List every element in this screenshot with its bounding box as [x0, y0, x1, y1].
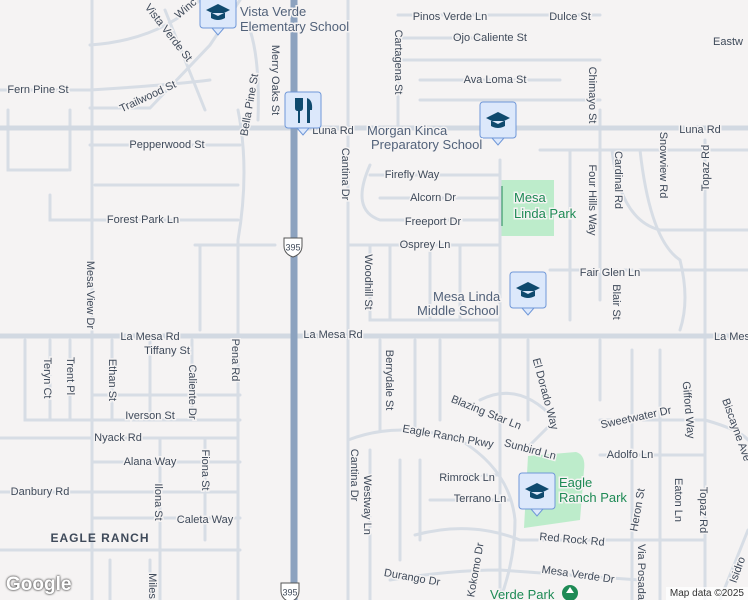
- street-label: Mesa Verde Dr: [541, 564, 616, 586]
- street-label: Woodhill St: [362, 254, 374, 309]
- street-label: Sweetwater Dr: [599, 404, 672, 431]
- street-label: Snowview Rd: [657, 132, 669, 199]
- highway-shield: 395: [280, 582, 300, 600]
- street-label: Teryn Ct: [41, 358, 53, 399]
- street-label: Pena Rd: [229, 339, 241, 382]
- street-label: Freeport Dr: [405, 216, 462, 228]
- school-pin[interactable]: [199, 0, 237, 36]
- street-label: Fiona St: [199, 450, 211, 491]
- poi-label[interactable]: Middle School: [416, 302, 501, 320]
- street-label: Pepperwood St: [129, 139, 204, 151]
- street-label: Merry Oaks St: [269, 45, 281, 115]
- restaurant-pin[interactable]: [284, 91, 322, 136]
- street-label: Gifford Way: [680, 381, 697, 440]
- street-label: Trailwood St: [118, 79, 178, 116]
- street-label: Chimayo St: [586, 67, 598, 124]
- street-label: Nyack Rd: [94, 432, 142, 444]
- street-label: Caleta Way: [177, 514, 234, 526]
- street-label: Miles: [146, 573, 158, 599]
- street-label: Iverson St: [125, 410, 175, 422]
- street-label: Luna Rd: [679, 124, 721, 136]
- school-icon: [525, 483, 549, 499]
- street-label: Berrydale St: [383, 350, 395, 411]
- poi-label[interactable]: Preparatory School: [370, 136, 484, 154]
- svg-text:395: 395: [282, 587, 297, 597]
- street-label: Winc: [173, 0, 200, 21]
- street-label: Topaz Rd: [697, 487, 709, 533]
- street-label: Trent Pl: [64, 357, 76, 395]
- street-label: Blazing Star Ln: [449, 393, 523, 432]
- park-area: [500, 180, 554, 236]
- street-label: Adolfo Ln: [607, 449, 653, 461]
- street-label: Mesa View Dr: [84, 261, 96, 330]
- street-label: Cardinal Rd: [612, 151, 624, 209]
- school-pin[interactable]: [518, 472, 556, 517]
- area-label: EAGLE RANCH: [50, 531, 149, 545]
- street-label: Via Posada: [635, 544, 647, 600]
- poi-label[interactable]: Morgan Kinca: [366, 122, 450, 140]
- street-label: Cantina Dr: [348, 449, 360, 502]
- street-label: Caliente Dr: [186, 364, 198, 419]
- street-label: Cartagena St: [392, 30, 404, 95]
- park-label[interactable]: Ranch Park: [558, 489, 629, 507]
- poi-label[interactable]: Vista Verde: [239, 3, 308, 21]
- street-label: Westway Ln: [361, 475, 373, 535]
- park-label[interactable]: Eagle: [558, 474, 594, 492]
- street-label: Fair Glen Ln: [580, 267, 641, 279]
- school-icon: [516, 282, 540, 298]
- street-label: Fern Pine St: [7, 84, 68, 96]
- street-label: La Mesa Rd: [120, 331, 179, 343]
- restaurant-icon: [295, 98, 313, 123]
- street-label: Osprey Ln: [400, 239, 451, 251]
- park-label[interactable]: Mesa: [513, 189, 549, 207]
- street-label: Terrano Ln: [454, 493, 507, 505]
- street-label: Rimrock Ln: [439, 472, 495, 484]
- school-pin[interactable]: [509, 271, 547, 316]
- street-label: Firefly Way: [385, 169, 440, 181]
- street-label: Biscayne Ave: [719, 397, 748, 463]
- street-label: La Mes: [714, 331, 748, 343]
- school-icon: [206, 4, 230, 20]
- park-label[interactable]: Linda Park: [513, 205, 579, 223]
- google-logo[interactable]: Google: [6, 574, 72, 595]
- street-label: Ava Loma St: [464, 74, 527, 86]
- street-label: Cantina Dr: [339, 148, 351, 201]
- school-icon: [486, 112, 510, 128]
- tree-glyph: [566, 587, 574, 593]
- street-label: La Mesa Rd: [303, 329, 362, 341]
- poi-label[interactable]: Elementary School: [239, 18, 351, 36]
- school-pin[interactable]: [479, 101, 517, 146]
- street-label: Eaton Ln: [672, 478, 684, 522]
- street-label: Ethan St: [106, 359, 118, 401]
- street-label: Eastw: [713, 36, 743, 48]
- street-label: Forest Park Ln: [107, 214, 179, 226]
- street-label: Four Hills Way: [586, 164, 598, 236]
- street-label: Durango Dr: [383, 567, 441, 589]
- street-label: Topaz Rd: [700, 145, 712, 191]
- svg-text:395: 395: [285, 242, 300, 252]
- street-label: El Dorado Way: [530, 357, 561, 432]
- park-label[interactable]: Verde Park: [489, 586, 557, 600]
- street-label: Ojo Caliente St: [453, 32, 527, 44]
- street-label: Danbury Rd: [11, 486, 70, 498]
- street-label: Isidro: [728, 555, 748, 584]
- street-label: Dulce St: [549, 11, 591, 23]
- poi-label[interactable]: Mesa Linda: [432, 288, 503, 306]
- street-label: Eagle Ranch Pkwy: [402, 423, 495, 451]
- street-label: Alcorn Dr: [410, 192, 456, 204]
- highway-shield: 395: [283, 237, 303, 258]
- street-labels: Pinos Verde Ln Dulce St Ojo Caliente St …: [6, 0, 748, 600]
- street-label: Red Rock Rd: [539, 531, 605, 549]
- street-label: Tiffany St: [144, 345, 190, 357]
- street-label: Blair St: [610, 284, 622, 319]
- street-label: Luna Rd: [312, 125, 354, 137]
- map-attribution[interactable]: Map data ©2025: [665, 587, 748, 600]
- street-label: Ilona St: [152, 483, 164, 520]
- street-label: Alana Way: [124, 456, 177, 468]
- street-label: Pinos Verde Ln: [413, 11, 488, 23]
